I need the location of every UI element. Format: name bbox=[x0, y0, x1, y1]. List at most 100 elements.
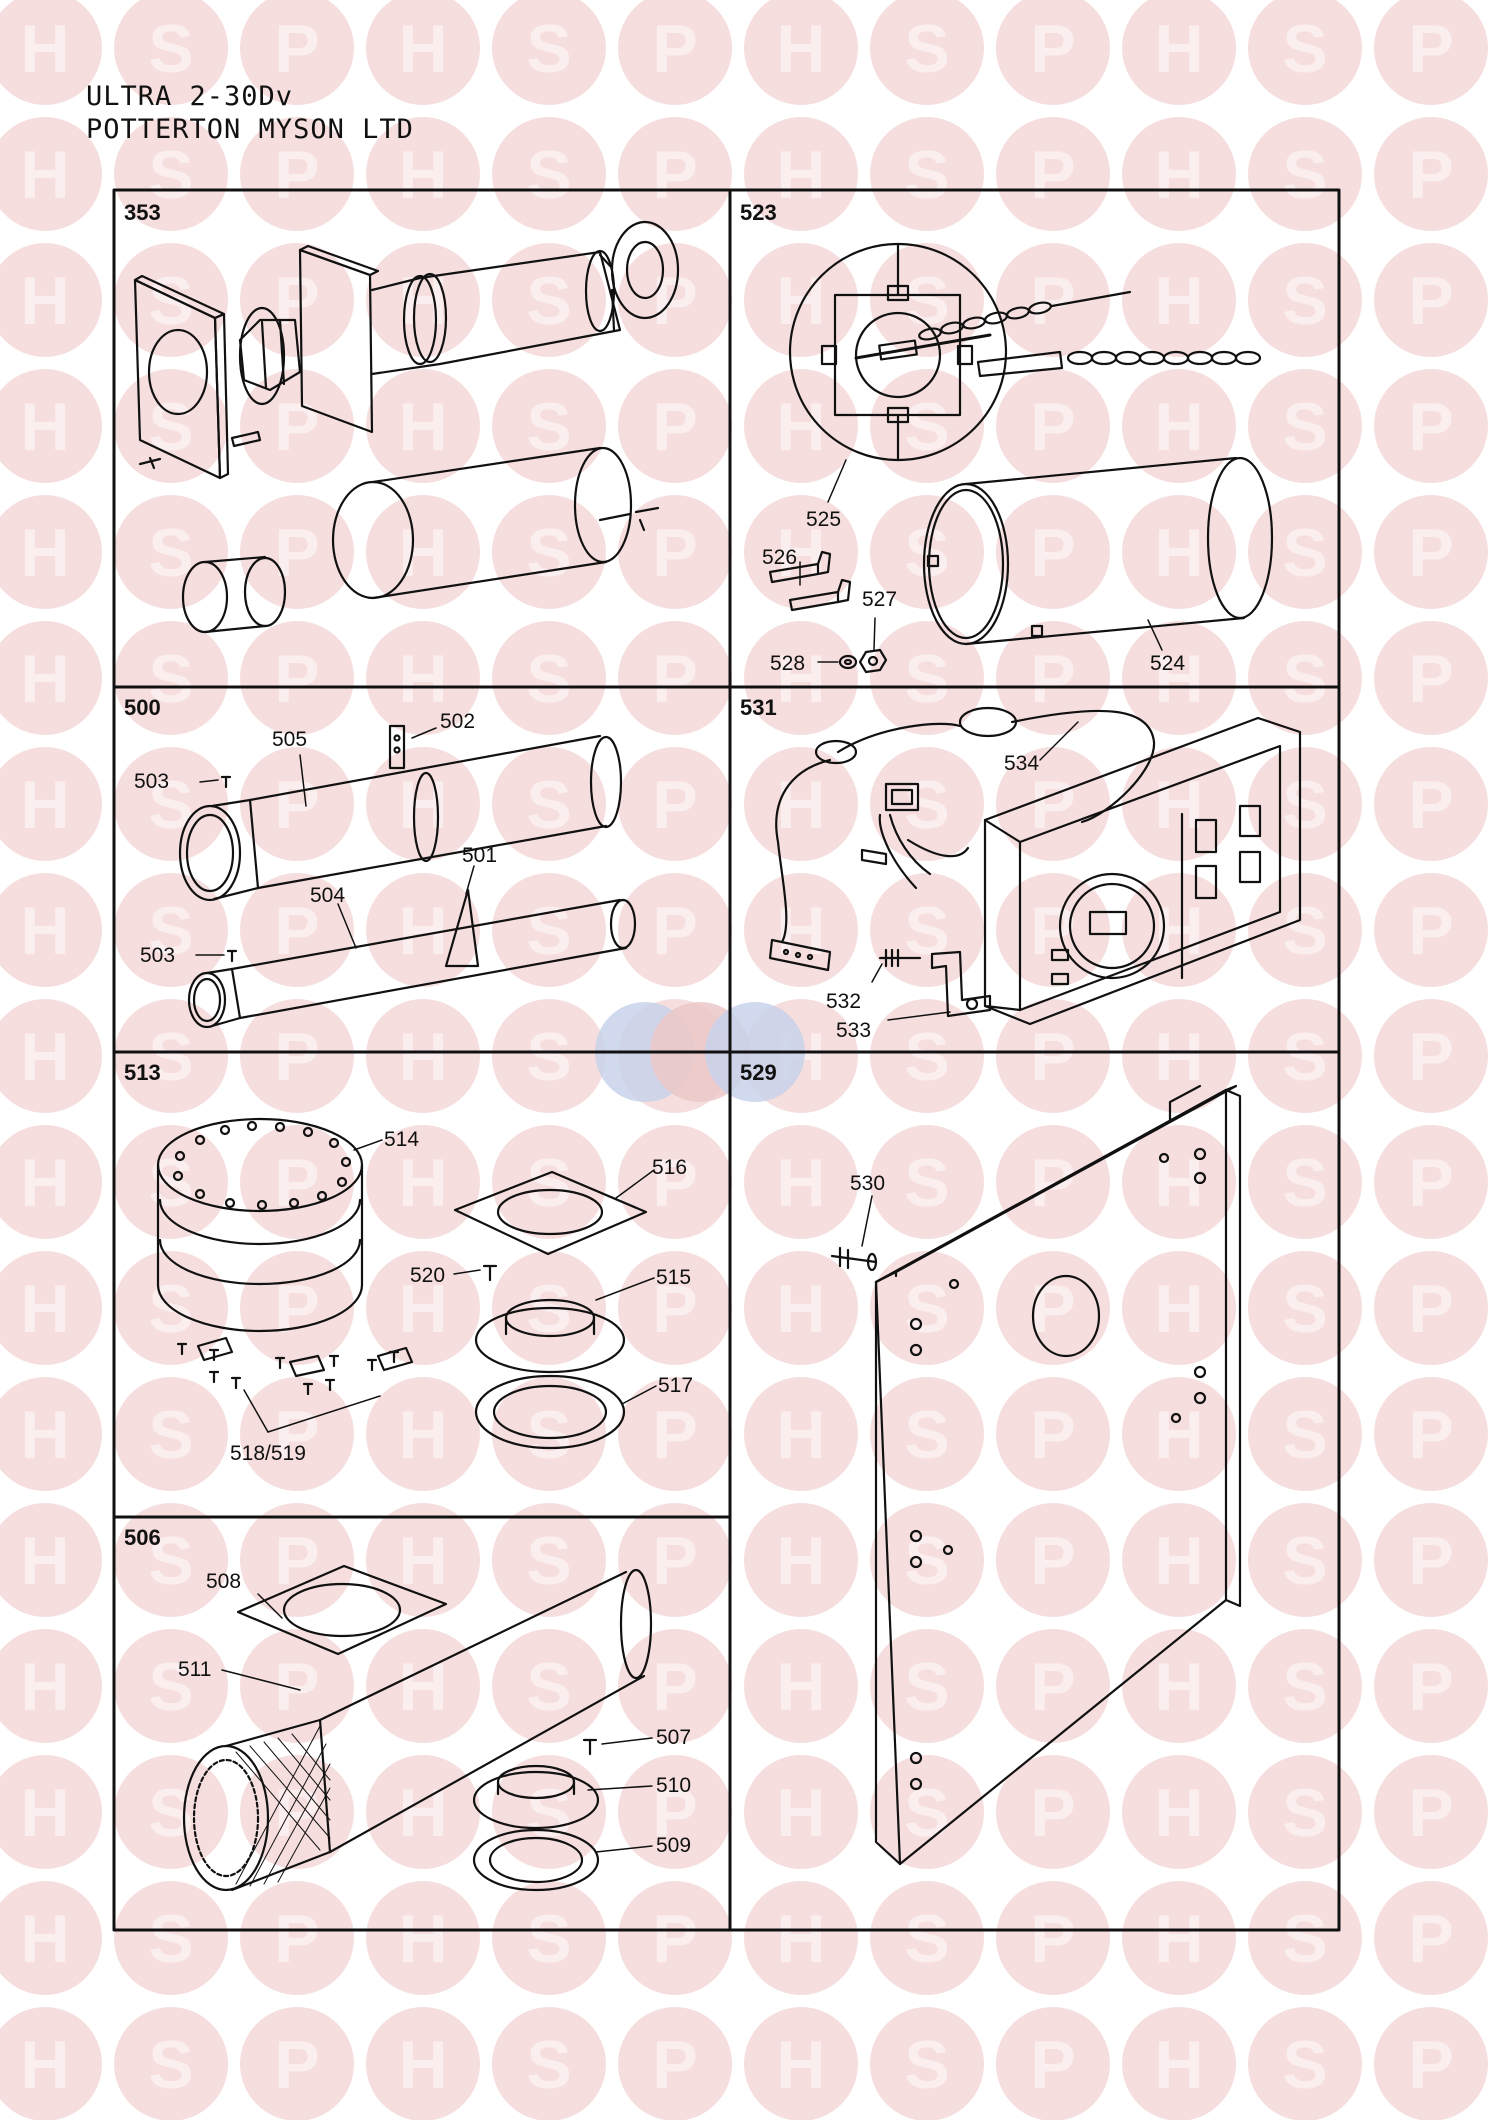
watermark-letter: H bbox=[398, 1145, 447, 1221]
leaders-523 bbox=[799, 459, 1163, 663]
watermark-letter: S bbox=[148, 389, 193, 465]
watermark-letter: S bbox=[148, 641, 193, 717]
watermark-circle bbox=[870, 999, 984, 1113]
burner-assembly bbox=[156, 1117, 648, 1450]
watermark-circle bbox=[240, 873, 354, 987]
panel-id-506: 506 bbox=[124, 1525, 161, 1550]
watermark-circle bbox=[870, 2007, 984, 2120]
watermark-letter: S bbox=[1282, 1271, 1327, 1347]
watermark-circle bbox=[870, 1125, 984, 1239]
watermark-letter: P bbox=[652, 389, 697, 465]
watermark-letter: S bbox=[526, 263, 571, 339]
label-503-bottom: 503 bbox=[140, 944, 175, 967]
watermark-circle bbox=[1374, 1881, 1488, 1995]
watermark-circle bbox=[240, 495, 354, 609]
watermark-circle bbox=[366, 1251, 480, 1365]
watermark-circle bbox=[1374, 1125, 1488, 1239]
watermark-letter: H bbox=[1154, 1901, 1203, 1977]
watermark-circle bbox=[744, 1125, 858, 1239]
watermark-letter: P bbox=[274, 137, 319, 213]
chain-lower bbox=[1066, 350, 1262, 366]
watermark-circle bbox=[366, 1503, 480, 1617]
watermark-circle bbox=[1122, 243, 1236, 357]
watermark-letter: H bbox=[398, 515, 447, 591]
mesh-grille bbox=[235, 1725, 331, 1887]
watermark-letter: S bbox=[526, 893, 571, 969]
watermark-letter: P bbox=[1030, 1271, 1075, 1347]
watermark-letter: H bbox=[398, 1397, 447, 1473]
watermark-circle bbox=[870, 1881, 984, 1995]
watermark-letter: P bbox=[1408, 389, 1453, 465]
watermark-circle bbox=[492, 243, 606, 357]
label-527: 527 bbox=[862, 588, 897, 611]
watermark-letter: S bbox=[148, 1901, 193, 1977]
watermark-letter: P bbox=[1030, 641, 1075, 717]
header: ULTRA 2-30Dv POTTERTON MYSON LTD bbox=[86, 80, 414, 146]
label-533: 533 bbox=[836, 1019, 871, 1042]
watermark-circle bbox=[114, 873, 228, 987]
watermark-letter: P bbox=[1408, 11, 1453, 87]
watermark-letter: S bbox=[904, 641, 949, 717]
watermark-letter: H bbox=[1154, 263, 1203, 339]
watermark-circle bbox=[366, 1881, 480, 1995]
watermark-letter: H bbox=[1154, 1649, 1203, 1725]
chain-upper bbox=[918, 290, 1132, 341]
watermark-letter: P bbox=[1408, 2027, 1453, 2103]
watermark-letter: S bbox=[1282, 893, 1327, 969]
panel-id-353: 353 bbox=[124, 200, 161, 225]
label-508: 508 bbox=[206, 1570, 241, 1593]
label-501: 501 bbox=[462, 844, 497, 867]
watermark-circle bbox=[0, 1503, 102, 1617]
watermark-circle bbox=[618, 1881, 732, 1995]
leaders-529 bbox=[861, 1195, 873, 1247]
watermark-circle bbox=[1374, 495, 1488, 609]
watermark-letter: P bbox=[274, 1397, 319, 1473]
watermark-letter: S bbox=[904, 515, 949, 591]
watermark-circle bbox=[870, 747, 984, 861]
watermark-letter: S bbox=[526, 767, 571, 843]
watermark-circle bbox=[114, 747, 228, 861]
watermark-letter: P bbox=[652, 641, 697, 717]
model-title: ULTRA 2-30Dv bbox=[86, 81, 294, 112]
watermark-circle bbox=[114, 117, 228, 231]
watermark-circle bbox=[996, 369, 1110, 483]
watermark-letter: S bbox=[148, 2027, 193, 2103]
watermark-letter: P bbox=[1408, 893, 1453, 969]
watermark-circle bbox=[744, 1377, 858, 1491]
watermark-letter: H bbox=[1154, 2027, 1203, 2103]
watermark-circle bbox=[492, 2007, 606, 2120]
watermark-circle bbox=[1122, 747, 1236, 861]
watermark-circle bbox=[240, 369, 354, 483]
watermark-letter: H bbox=[1154, 1775, 1203, 1851]
watermark-circle bbox=[1248, 621, 1362, 735]
gasket-516 bbox=[453, 1170, 648, 1256]
watermark-circle bbox=[1374, 1377, 1488, 1491]
watermark-circle bbox=[0, 0, 102, 105]
watermark-circle bbox=[1374, 1755, 1488, 1869]
watermark-circle bbox=[1122, 1503, 1236, 1617]
watermark-circle bbox=[492, 1881, 606, 1995]
watermark-circle bbox=[1248, 747, 1362, 861]
watermark-circle bbox=[996, 1125, 1110, 1239]
watermark-letter: P bbox=[274, 515, 319, 591]
watermark-letter: H bbox=[20, 1019, 69, 1095]
watermark-letter: S bbox=[904, 389, 949, 465]
watermark-circle bbox=[1374, 243, 1488, 357]
watermark-letter: P bbox=[652, 1523, 697, 1599]
watermark-circle bbox=[240, 243, 354, 357]
watermark-circle bbox=[1122, 1881, 1236, 1995]
chain-restraint-kit bbox=[768, 242, 1274, 674]
watermark-circle bbox=[0, 873, 102, 987]
label-525: 525 bbox=[806, 508, 841, 531]
leaders-506 bbox=[221, 1593, 653, 1853]
watermark-letter: P bbox=[652, 11, 697, 87]
watermark-letter: S bbox=[1282, 1523, 1327, 1599]
watermark-circle bbox=[1374, 747, 1488, 861]
panel-id-529: 529 bbox=[740, 1060, 777, 1085]
watermark-letter: H bbox=[20, 1271, 69, 1347]
watermark-circle bbox=[1248, 1755, 1362, 1869]
watermark-letter: H bbox=[20, 641, 69, 717]
watermark-letter: H bbox=[776, 1145, 825, 1221]
watermark-circle bbox=[240, 117, 354, 231]
watermark-letter: H bbox=[1154, 389, 1203, 465]
